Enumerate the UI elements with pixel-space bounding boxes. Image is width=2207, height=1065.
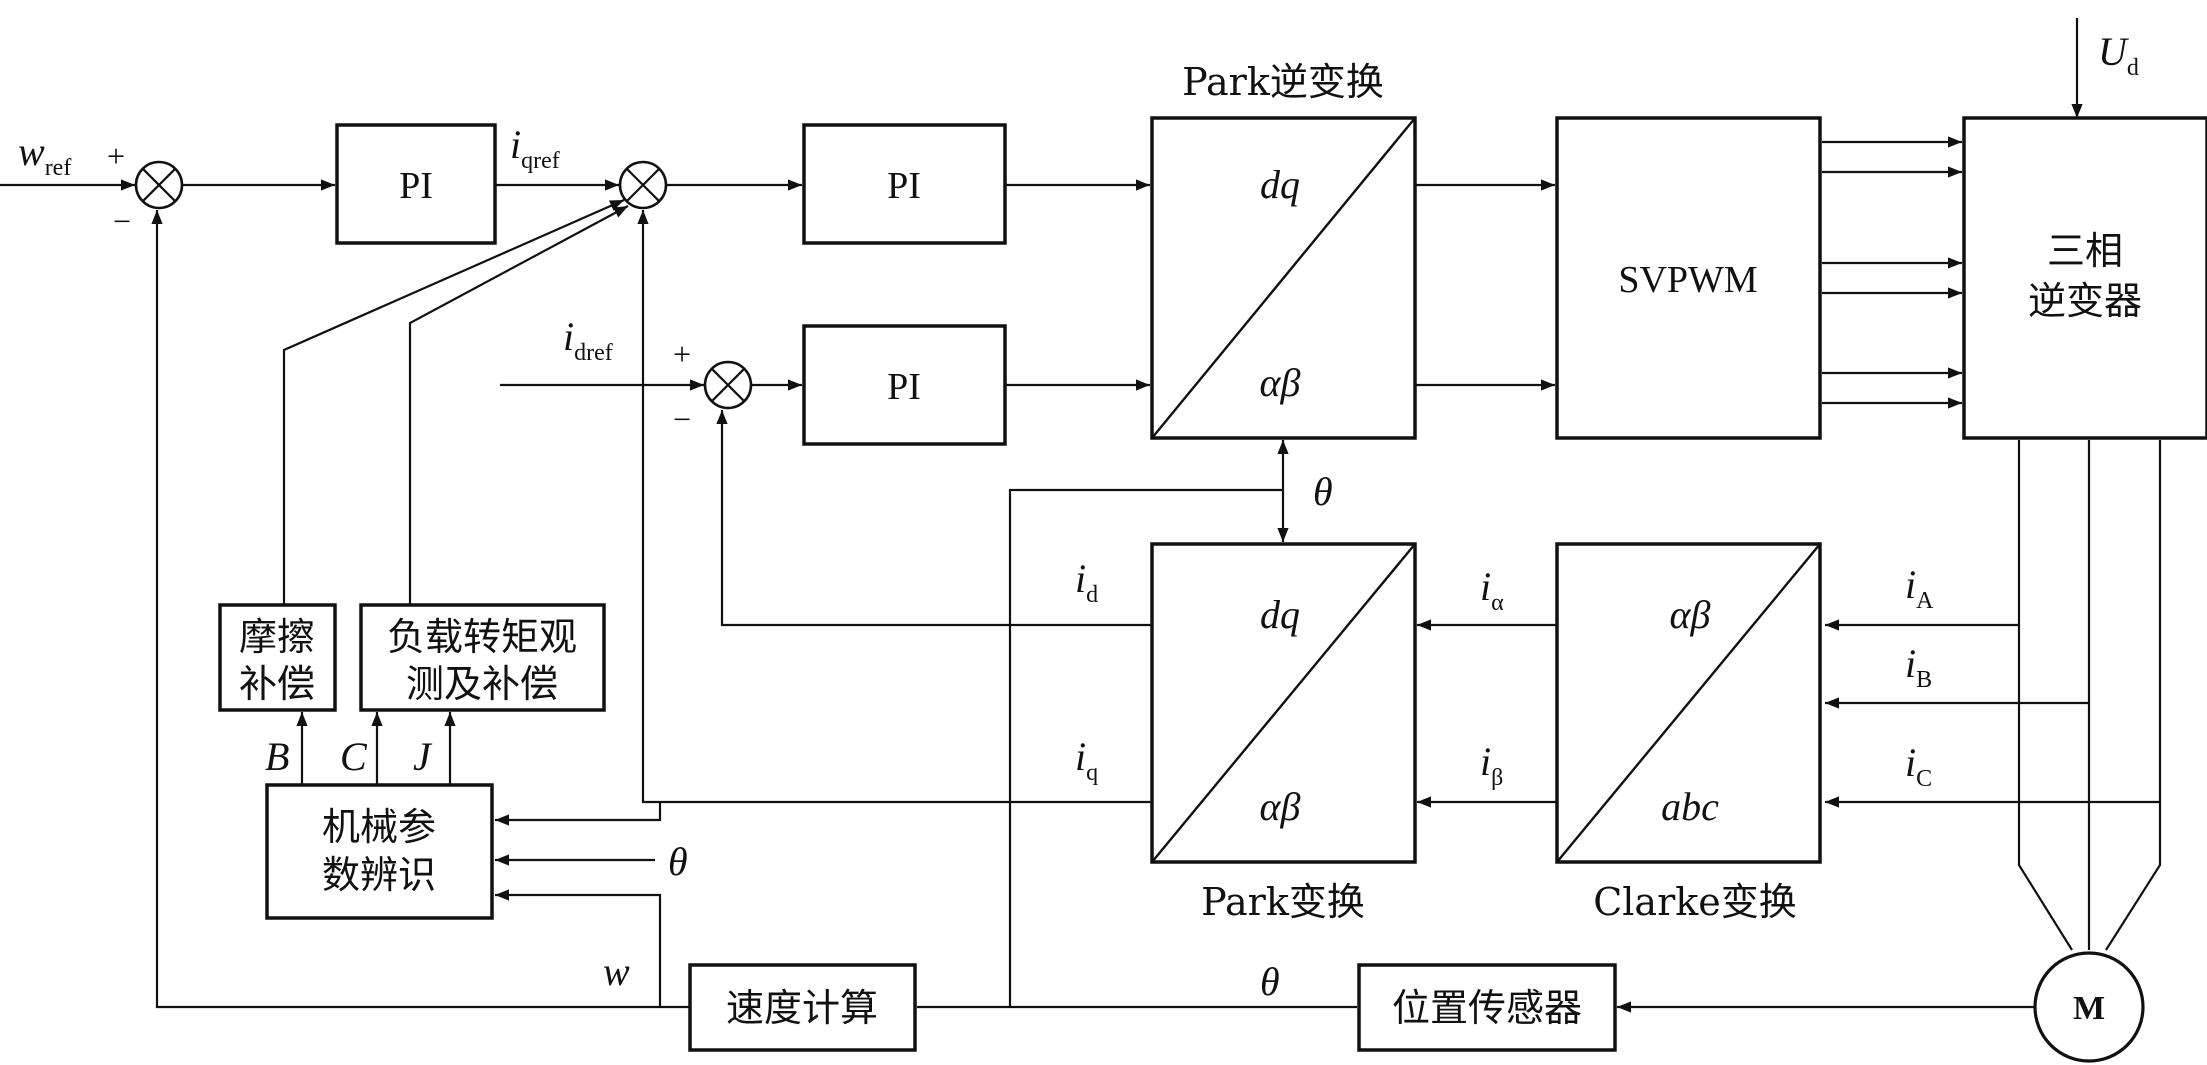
sum-speed-minus: − xyxy=(113,203,131,239)
label-theta-top: θ xyxy=(1313,469,1333,514)
label-b: B xyxy=(265,734,289,779)
sum-junction-speed xyxy=(134,160,184,210)
inverse-park-top: dq xyxy=(1260,162,1300,207)
speed-calculation-block: 速度计算 xyxy=(688,963,917,1052)
park-block: dq αβ Park变换 xyxy=(1150,542,1417,924)
three-phase-inverter-block: 三相 逆变器 xyxy=(1962,116,2207,440)
inverter-label-line1: 三相 xyxy=(2047,229,2123,273)
sum-d-plus: + xyxy=(673,336,691,372)
load-torque-label-line1: 负载转矩观 xyxy=(387,615,577,659)
label-ialpha: iα xyxy=(1480,564,1504,616)
motor-label: M xyxy=(2073,990,2105,1027)
clarke-block: αβ abc Clarke变换 xyxy=(1555,542,1822,924)
clarke-title: Clarke变换 xyxy=(1593,880,1797,924)
motor: M xyxy=(2033,951,2145,1063)
pi-q-block: PI xyxy=(802,123,1007,245)
wire-id-feedback xyxy=(716,410,1152,627)
wire-load-comp xyxy=(408,205,629,605)
inverse-park-block: dq αβ Park逆变换 xyxy=(1150,60,1417,440)
label-ib: iB xyxy=(1905,641,1932,693)
speed-calc-label: 速度计算 xyxy=(726,986,878,1030)
friction-label-line2: 补偿 xyxy=(239,662,315,706)
label-id-ref: idref xyxy=(563,314,613,366)
sum-d-minus: − xyxy=(673,401,691,437)
pi-d-label: PI xyxy=(887,366,921,408)
wire-speed-feedback xyxy=(151,210,690,1009)
mechanical-parameter-id-block: 机械参 数辨识 xyxy=(265,783,494,920)
pi-d-block: PI xyxy=(802,324,1007,446)
svpwm-block: SVPWM xyxy=(1555,116,1822,440)
label-j: J xyxy=(413,734,433,779)
label-id: id xyxy=(1075,556,1098,608)
park-bottom: αβ xyxy=(1260,784,1301,829)
wire-iq-feedback xyxy=(637,210,660,804)
label-theta-bottom: θ xyxy=(1260,959,1280,1004)
pi-q-label: PI xyxy=(887,165,921,207)
svpwm-label: SVPWM xyxy=(1618,259,1757,301)
clarke-bottom: abc xyxy=(1661,784,1719,829)
label-ia: iA xyxy=(1905,562,1934,614)
mech-id-label-line1: 机械参 xyxy=(322,805,436,849)
wire-friction-comp xyxy=(282,198,625,605)
sum-junction-d xyxy=(703,360,753,410)
wire-iq-mech xyxy=(495,802,662,826)
sum-speed-plus: + xyxy=(107,138,125,174)
label-c: C xyxy=(340,734,368,779)
friction-compensation-block: 摩擦 补偿 xyxy=(218,603,337,712)
wire-w-mech xyxy=(495,889,662,1007)
sum-junction-q xyxy=(618,160,668,210)
wire-phase-a xyxy=(2017,440,2073,951)
label-w-ref: wref xyxy=(18,129,71,181)
wire-theta-bus xyxy=(1008,488,1283,1007)
inverse-park-bottom: αβ xyxy=(1260,360,1301,405)
park-title: Park变换 xyxy=(1201,880,1365,924)
pi-speed-block: PI xyxy=(335,123,497,245)
pi-speed-label: PI xyxy=(399,165,433,207)
mech-id-label-line2: 数辨识 xyxy=(322,853,436,897)
signal-wires xyxy=(0,18,2162,1013)
label-w: w xyxy=(603,949,630,994)
label-iq-ref: iqref xyxy=(510,122,560,174)
position-sensor-block: 位置传感器 xyxy=(1357,963,1617,1052)
inverse-park-title: Park逆变换 xyxy=(1182,60,1384,104)
park-top: dq xyxy=(1260,592,1300,637)
label-ibeta: iβ xyxy=(1480,739,1503,791)
label-ud: Ud xyxy=(2098,29,2139,81)
inverter-label-line2: 逆变器 xyxy=(2028,279,2142,323)
label-ic: iC xyxy=(1905,740,1932,792)
label-theta-mech: θ xyxy=(668,839,688,884)
label-iq: iq xyxy=(1075,734,1098,786)
friction-label-line1: 摩擦 xyxy=(239,615,315,659)
position-sensor-label: 位置传感器 xyxy=(1392,986,1582,1030)
clarke-top: αβ xyxy=(1670,592,1711,637)
load-torque-label-line2: 测及补偿 xyxy=(406,662,558,706)
wire-phase-c xyxy=(2105,440,2162,951)
load-torque-observer-block: 负载转矩观 测及补偿 xyxy=(359,603,606,712)
